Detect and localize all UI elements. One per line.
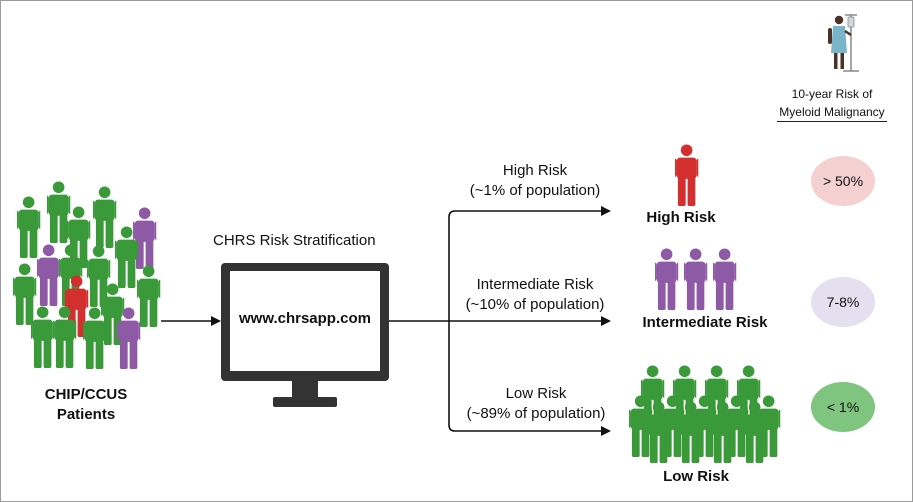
person-icon — [13, 263, 37, 325]
branch-label-low: Low Risk (~89% of population) — [448, 384, 624, 424]
stratification-title: CHRS Risk Stratification — [213, 232, 376, 249]
branch-low-title: Low Risk — [505, 385, 567, 402]
website-text: www.chrsapp.com — [239, 310, 371, 327]
person-icon — [93, 186, 117, 248]
branch-label-intermediate: Intermediate Risk (~10% of population) — [444, 275, 626, 315]
group-label-intermediate: Intermediate Risk — [642, 314, 768, 331]
risk-value-high: > 50% — [822, 173, 864, 189]
risk-value-low: < 1% — [826, 399, 860, 415]
patient-iv-icon — [828, 14, 859, 72]
risk-oval-low: < 1% — [811, 382, 875, 432]
group-label-high: High Risk — [646, 209, 716, 226]
high-risk-person-group — [675, 144, 699, 206]
branch-low-sub: (~89% of population) — [466, 405, 606, 422]
person-icon — [37, 244, 61, 306]
person-icon — [655, 248, 679, 310]
risk-value-intermediate: 7-8% — [826, 294, 860, 310]
patient-crowd — [13, 181, 161, 369]
person-icon — [675, 144, 699, 206]
patients-label: CHIP/CCUS Patients — [31, 385, 141, 425]
branch-arrows — [389, 206, 611, 436]
branch-label-high: High Risk (~1% of population) — [451, 161, 619, 201]
person-icon — [684, 248, 708, 310]
risk-column-header: 10-year Risk of Myeloid Malignancy — [766, 85, 898, 122]
branch-high-sub: (~1% of population) — [469, 182, 601, 199]
branch-intermediate-sub: (~10% of population) — [465, 296, 605, 313]
monitor-icon — [221, 263, 389, 407]
risk-oval-intermediate: 7-8% — [811, 277, 875, 327]
group-label-low: Low Risk — [663, 468, 729, 485]
person-icon — [17, 196, 41, 258]
patients-label-line1: CHIP/CCUS — [44, 386, 128, 403]
person-icon — [137, 265, 161, 327]
low-risk-person-group — [629, 365, 781, 463]
risk-header-line1: 10-year Risk of — [791, 87, 873, 101]
branch-intermediate-title: Intermediate Risk — [476, 276, 594, 293]
intermediate-risk-person-group — [655, 248, 737, 310]
risk-oval-high: > 50% — [811, 156, 875, 206]
risk-header-line2: Myeloid Malignancy — [777, 103, 887, 122]
person-icon — [713, 248, 737, 310]
patients-label-line2: Patients — [56, 406, 116, 423]
branch-high-title: High Risk — [502, 162, 568, 179]
